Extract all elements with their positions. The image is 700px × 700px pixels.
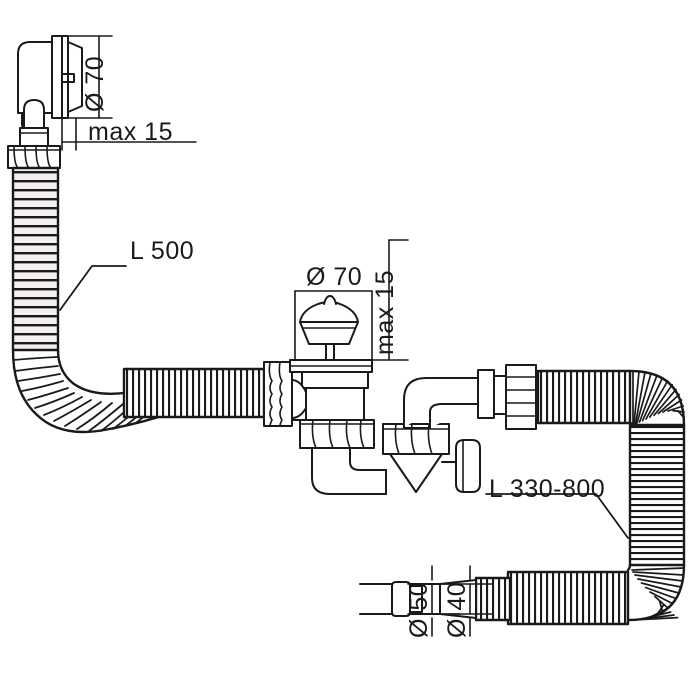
dim-plug-diameter: [294, 290, 373, 361]
label-overflow-hose-length: L 500: [130, 237, 194, 265]
label-plug-diameter: Ø 70: [306, 263, 362, 291]
leader-outlet-length: [485, 493, 629, 539]
overflow-cap-assembly: [17, 35, 83, 147]
outlet-union-nut: [505, 364, 537, 430]
label-overflow-max: max 15: [88, 118, 173, 146]
overflow-nut: [7, 145, 61, 169]
leader-overflow-length: [59, 265, 127, 311]
outlet-pipe-end: [359, 581, 423, 617]
overflow-straight-hose: [122, 367, 266, 419]
label-plug-max: max 15: [371, 270, 399, 355]
bottle-trap-body: [291, 371, 387, 495]
outlet-flex-hose-vertical: [628, 423, 686, 567]
label-outlet-diameter-outer: Ø 50: [405, 582, 433, 638]
outlet-hose-corner-top: [628, 369, 686, 427]
outlet-elbow: [403, 369, 507, 429]
label-outlet-hose-length: L 330-800: [489, 475, 605, 503]
overflow-flex-hose: [11, 166, 198, 434]
dim-overflow-max: [61, 117, 197, 151]
dim-plug-max: [371, 239, 409, 361]
dim-outlet-diameters: [407, 565, 493, 637]
outlet-flex-hose-bottom: [506, 570, 630, 626]
label-overflow-diameter: Ø 70: [81, 56, 109, 112]
outlet-standpipe: [455, 439, 481, 493]
label-outlet-diameter-inner: Ø 40: [443, 582, 471, 638]
waste-plug-strainer: [289, 295, 373, 373]
outlet-hose-corner-bottom: [626, 563, 686, 622]
outlet-coupling-corrugated: [474, 576, 516, 622]
trap-lock-ring: [299, 419, 375, 449]
trap-access-nut: [382, 423, 461, 493]
outlet-flex-hose-horizontal: [536, 369, 632, 425]
